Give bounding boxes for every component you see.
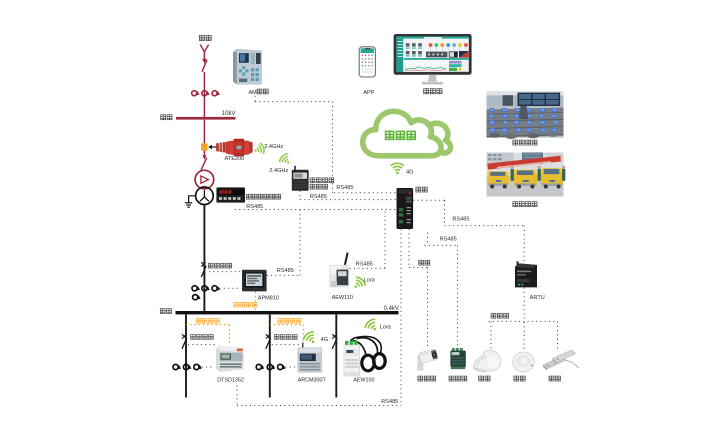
svg-text:RS485: RS485 [310,194,327,200]
svg-text:2.4GHz: 2.4GHz [264,144,283,150]
svg-text:AM: AM [249,90,258,96]
svg-text:DTSD1352: DTSD1352 [217,378,244,384]
svg-text:RS485: RS485 [336,185,353,191]
svg-text:4G: 4G [406,170,413,176]
svg-text:RS485: RS485 [452,216,469,222]
svg-text:RS485: RS485 [246,204,263,210]
svg-text:ATE200: ATE200 [225,156,245,162]
svg-text:AEW110: AEW110 [332,295,353,301]
svg-text:ARCM300T: ARCM300T [298,378,327,384]
svg-text:4G: 4G [321,337,328,343]
svg-text:Lora: Lora [364,277,376,283]
svg-text:RS485: RS485 [277,268,294,274]
svg-text:2.4GHz: 2.4GHz [269,168,288,174]
svg-text:ARTU: ARTU [530,295,545,301]
svg-text:APM810: APM810 [258,296,279,302]
svg-text:RS485: RS485 [356,261,373,267]
svg-text:Lora: Lora [380,325,392,331]
svg-text:APP: APP [363,90,375,96]
svg-text:AEW100: AEW100 [353,378,374,384]
svg-text:0.4kV: 0.4kV [384,306,399,312]
svg-text:888.8: 888.8 [220,189,232,194]
svg-text:10kV: 10kV [222,111,236,117]
svg-text:RS485: RS485 [381,399,398,405]
svg-text:RS485: RS485 [440,236,457,242]
